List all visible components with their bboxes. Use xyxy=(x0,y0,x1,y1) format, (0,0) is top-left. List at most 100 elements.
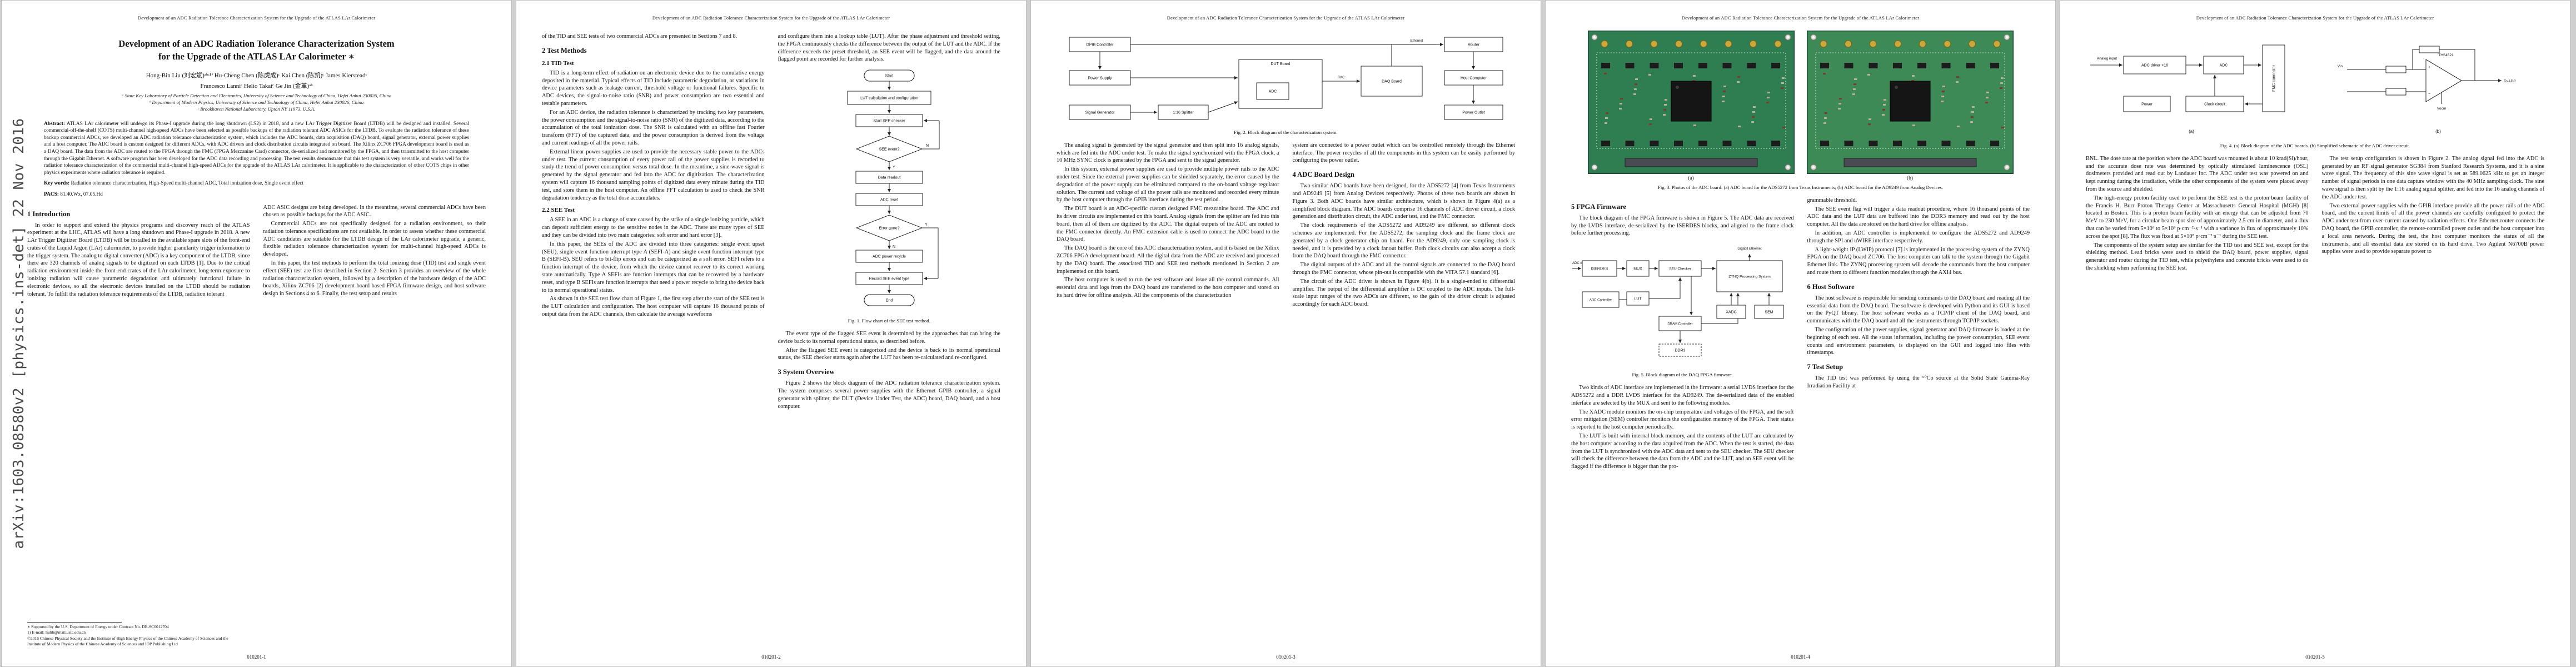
keywords: Key words: Radiation tolerance character… xyxy=(44,180,469,187)
diagram-label: ADC driver ×16 xyxy=(2141,64,2168,68)
photo-a: (a) xyxy=(1587,31,1795,181)
paragraph: The configuration of the power supplies,… xyxy=(1807,327,2030,356)
paragraph: The circuit of the ADC driver is shown i… xyxy=(1292,278,1516,308)
paragraph: Two external power supplies with the GPI… xyxy=(2321,202,2545,255)
paragraph: ADC ASIC designs are being developed. In… xyxy=(263,204,486,218)
diagram-label: ISERDES xyxy=(1591,267,1608,271)
figure-caption: Fig. 5. Block diagram of the DAQ FPGA fi… xyxy=(1632,372,1733,378)
paragraph: Commercial ADCs are not specifically des… xyxy=(263,221,486,258)
right-column: The test setup configuration is shown in… xyxy=(2322,155,2545,273)
page-number: 010201-1 xyxy=(247,654,266,660)
paragraph: In this paper, the SEEs of the ADC are d… xyxy=(542,241,765,293)
abstract-label: Abstract: xyxy=(44,121,66,127)
paper-page-5: Development of an ADC Radiation Toleranc… xyxy=(2060,0,2570,667)
diagram-label: ADC xyxy=(1268,90,1277,94)
diagram-label: Y xyxy=(893,166,895,170)
section-heading: 3 System Overview xyxy=(778,368,835,376)
diagram-label: FMC xyxy=(1337,76,1345,79)
diagram-label: LUT calculation and configuration xyxy=(860,97,918,101)
pcb-photo-b xyxy=(1806,31,2014,174)
diagram-label: DDR3 xyxy=(1675,349,1686,353)
diagram-label: SEM xyxy=(1765,311,1773,315)
left-column: The analog signal is generated by the si… xyxy=(1057,142,1279,310)
page-body: (a)(b)Fig. 3. Photos of the ADC board: (… xyxy=(1571,27,2030,634)
diagram-label: GPIB Controller xyxy=(1086,43,1114,47)
diagram-label: Router xyxy=(1467,43,1479,47)
paragraph: and configure them into a lookup table (… xyxy=(778,33,1001,63)
photo-sublabel: (a) xyxy=(1688,176,1694,181)
page-number: 010201-2 xyxy=(761,654,781,660)
right-column: and configure them into a lookup table (… xyxy=(778,33,1001,411)
authors-line: Hong-Bin Liu (刘宏斌)ᵃᵇᶜ¹⁾ Hu-Cheng Chen (陈… xyxy=(146,72,367,89)
diagram-label: N xyxy=(926,144,929,148)
paragraph: TID is a long-term effect of radiation o… xyxy=(542,69,765,107)
paragraph: The high-energy proton facility used to … xyxy=(2086,195,2309,240)
diagram-label: Power Supply xyxy=(1088,77,1112,81)
section-heading: 5 FPGA Firmware xyxy=(1571,202,1627,211)
paper-page-1: Development of an ADC Radiation Toleranc… xyxy=(1,0,512,667)
keywords-text: Radiation tolerance characterization, Hi… xyxy=(71,181,304,187)
diagram-label: THS4521 xyxy=(2438,53,2454,57)
paragraph: Two kinds of ADC interface are implement… xyxy=(1571,385,1794,406)
diagram-label: Vin xyxy=(2338,64,2343,68)
running-header: Development of an ADC Radiation Toleranc… xyxy=(1681,15,1920,21)
diagram-label: ADC xyxy=(2220,64,2228,68)
page-body: of the TID and SEE tests of two commerci… xyxy=(542,27,1000,634)
paragraph: In this paper, the test methods to perfo… xyxy=(263,260,486,297)
diagram-label: ADC reset xyxy=(880,198,898,202)
paragraph: The digital outputs of the ADC and all t… xyxy=(1292,262,1516,276)
diagram-label: ADC power recycle xyxy=(873,255,906,259)
paragraph: The DUT board is an ADC-specific custom … xyxy=(1057,206,1279,243)
paragraph: A SEE in an ADC is a change of state cau… xyxy=(542,217,765,238)
running-header: Development of an ADC Radiation Toleranc… xyxy=(137,15,376,21)
keywords-label: Key words: xyxy=(44,181,70,187)
paragraph: Two similar ADC boards have been designe… xyxy=(1292,183,1516,220)
diagram-label: LUT xyxy=(1635,297,1642,301)
arxiv-stamp: arXiv:1603.08580v2 [physics.ins-det] 22 … xyxy=(11,118,27,549)
diagram-label: Error gone? xyxy=(879,227,899,231)
paragraph: The XADC module monitors the on-chip tem… xyxy=(1571,409,1794,431)
diagram-label: Vocm xyxy=(2437,107,2446,111)
left-column: of the TID and SEE tests of two commerci… xyxy=(542,33,765,411)
paragraph: External linear power supplies are used … xyxy=(542,148,765,201)
paragraph: The host computer is used to run the tes… xyxy=(1057,277,1279,299)
affiliation-line: ᵇ Department of Modern Physics, Universi… xyxy=(149,99,364,105)
subsection-heading: 2.1 TID Test xyxy=(542,59,574,67)
figure-caption: Fig. 4. (a) Block diagram of the ADC boa… xyxy=(2220,143,2410,148)
diagram-label: + xyxy=(2428,66,2430,69)
section-heading: 1 Introduction xyxy=(27,210,71,218)
diagram-label: DRAM Controller xyxy=(1668,323,1693,326)
right-column: ADC ASIC designs are being developed. In… xyxy=(263,204,486,300)
pacs-text: 81.40.Wx, 07.05.Hd xyxy=(60,191,103,197)
diagram-label: End xyxy=(886,299,893,303)
paragraph: grammable threshold. xyxy=(1807,197,1857,203)
page-number: 010201-5 xyxy=(2305,654,2325,660)
paragraph: In this system, external power supplies … xyxy=(1057,166,1279,203)
footnotes: ∗ Supported by the U.S. Department of En… xyxy=(27,621,239,648)
diagram-label: DAQ Board xyxy=(1382,80,1402,84)
diagram-label: FMC connector xyxy=(2273,64,2276,92)
paragraph: The analog signal is generated by the si… xyxy=(1057,142,1279,164)
diagram-label: SEU Checker xyxy=(1670,267,1692,271)
page-body: Development of an ADC Radiation Toleranc… xyxy=(27,27,486,634)
paragraph: The host software is responsible for sen… xyxy=(1807,295,2030,325)
paragraph: The clock requirements of the ADS5272 an… xyxy=(1292,222,1516,260)
abstract: Abstract: ATLAS LAr calorimeter will und… xyxy=(44,121,469,177)
paragraph: For an ADC device, the radiation toleran… xyxy=(542,109,765,146)
diagram-label: To ADC xyxy=(2504,79,2516,83)
paragraph: system are connected to a power outlet w… xyxy=(1292,142,1516,164)
paragraph: As shown in the SEE test flow chart of F… xyxy=(542,296,765,317)
pcb-photo-a xyxy=(1587,31,1795,174)
paper-title: Development of an ADC Radiation Toleranc… xyxy=(118,38,395,62)
diagram-label: Gigabit Ethernet xyxy=(1738,247,1762,251)
diagram-label: Start SEE checker xyxy=(873,120,905,123)
section-heading: 6 Host Software xyxy=(1807,282,1855,291)
